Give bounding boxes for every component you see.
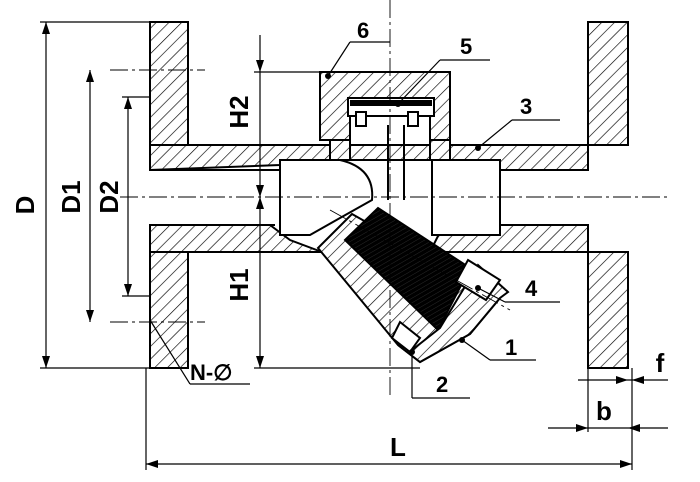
centerlines	[110, 0, 668, 395]
dim-label-d1: D1	[56, 180, 86, 213]
left-flange	[149, 21, 189, 369]
dim-label-f: f	[656, 348, 665, 378]
part-label-6: 6	[357, 18, 369, 43]
part-leaders	[325, 41, 560, 399]
bonnet-cap	[319, 71, 451, 141]
part-label-5: 5	[460, 34, 472, 59]
dim-label-h1: H1	[224, 268, 254, 301]
part-label-1: 1	[505, 335, 517, 360]
inner-chamber	[279, 125, 501, 236]
right-flange	[587, 21, 629, 369]
dim-label-b: b	[596, 396, 612, 426]
dimension-lines	[40, 21, 668, 470]
part-label-3: 3	[520, 94, 532, 119]
dim-label-h2: H2	[224, 95, 254, 128]
dim-label-n: N-∅	[190, 360, 232, 385]
dim-label-d2: D2	[94, 180, 124, 213]
dim-label-d: D	[10, 196, 40, 215]
part-label-2: 2	[436, 372, 448, 397]
part-label-4: 4	[525, 276, 538, 301]
dim-label-l: L	[390, 432, 406, 462]
